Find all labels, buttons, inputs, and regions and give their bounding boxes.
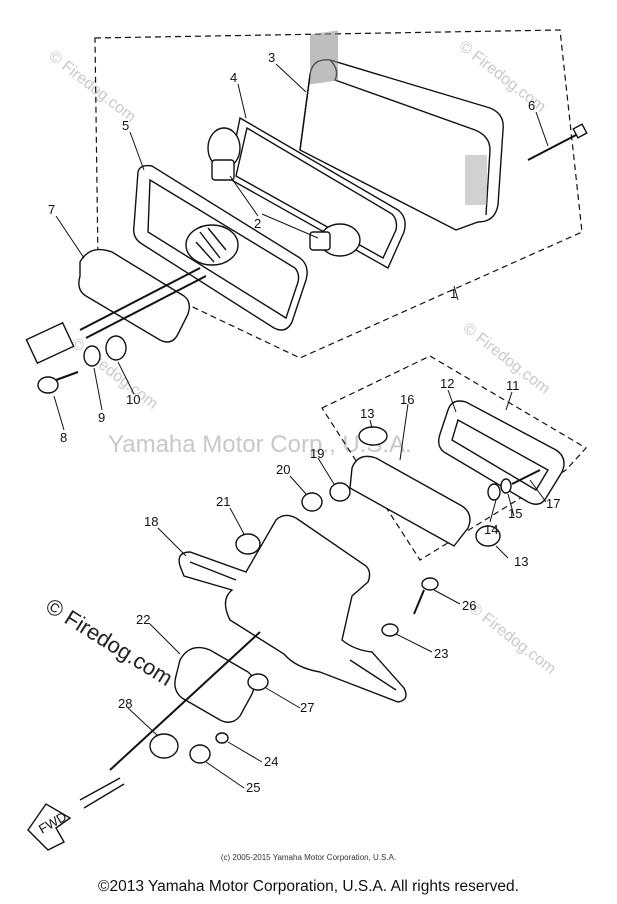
license-plate-base	[349, 455, 471, 547]
part-number: 9	[98, 410, 105, 425]
part-number: 15	[508, 506, 522, 521]
part-number: 13	[360, 406, 374, 421]
license-bracket	[178, 514, 407, 703]
part-number: 16	[400, 392, 414, 407]
gasket	[227, 116, 406, 269]
screw-head	[572, 123, 588, 139]
part-number: 25	[246, 780, 260, 795]
grommet-27	[247, 673, 269, 691]
part-number: 28	[118, 696, 132, 711]
bulb-13-lower	[475, 525, 501, 547]
gasket-inner	[235, 126, 398, 259]
part-number: 11	[506, 378, 520, 393]
washer-20	[301, 492, 323, 512]
part-number: 26	[462, 598, 476, 613]
connector	[25, 321, 75, 365]
part-number: 22	[136, 612, 150, 627]
small-credit: (c) 2005-2015 Yamaha Motor Corporation, …	[220, 853, 397, 862]
wire-end-1	[79, 777, 121, 801]
nut-25	[189, 744, 211, 764]
washer-23	[381, 623, 399, 637]
part-number-labels: 3 4 5 6 7 2 1 8 9 10 11 12 13 16 20 19 2…	[48, 50, 560, 795]
part-number: 19	[310, 446, 324, 461]
collar-19	[329, 482, 351, 502]
cap-21	[235, 533, 261, 555]
watermark-firedog-1: © Firedog.com	[46, 48, 139, 126]
lens-housing	[299, 30, 504, 231]
license-light-inner	[451, 418, 549, 491]
part-number: 14	[484, 522, 498, 537]
washer-15	[500, 478, 512, 494]
part-number: 8	[60, 430, 67, 445]
fwd-arrow: FWD	[27, 803, 72, 851]
part-number: 20	[276, 462, 290, 477]
screw-17	[511, 469, 541, 485]
washer-14	[487, 483, 501, 501]
part-number: 13	[514, 554, 528, 569]
washer-9	[83, 345, 101, 367]
screw-long	[527, 133, 579, 161]
wire-harness-2	[85, 275, 207, 339]
part-number: 21	[216, 494, 230, 509]
bolt-8	[37, 371, 79, 394]
part-number: 6	[528, 98, 535, 113]
license-assembly-boundary	[321, 355, 587, 561]
lower-wire	[109, 631, 261, 771]
watermark-firedog-large: © Firedog.com	[41, 593, 177, 691]
part-number: 4	[230, 70, 237, 85]
part-number: 24	[264, 754, 278, 769]
leader-lines	[53, 63, 549, 789]
wire-end-2	[83, 783, 125, 809]
bulb-13-upper	[358, 426, 388, 446]
copyright-footer: ©2013 Yamaha Motor Corporation, U.S.A. A…	[98, 878, 519, 895]
bolt-26	[413, 577, 439, 615]
part-number: 7	[48, 202, 55, 217]
bracket-slot	[189, 561, 237, 581]
part-number: 2	[254, 216, 261, 231]
bracket-slot-2	[349, 659, 397, 691]
part-number: 27	[300, 700, 314, 715]
wire-harness	[79, 267, 201, 331]
part-number: 1	[450, 286, 457, 301]
part-number: 12	[440, 376, 454, 391]
watermark-firedog-5: © Firedog.com	[466, 600, 559, 678]
washer-24	[215, 732, 229, 744]
part-number: 10	[126, 392, 140, 407]
bulb-upper	[207, 127, 241, 181]
grommet-plate	[174, 646, 255, 723]
grommet-28	[149, 733, 179, 759]
part-number: 17	[546, 496, 560, 511]
part-number: 18	[144, 514, 158, 529]
part-number: 23	[434, 646, 448, 661]
part-number: 5	[122, 118, 129, 133]
wire-bracket	[78, 248, 191, 343]
collar-10	[105, 335, 127, 361]
base-plate	[132, 164, 308, 331]
upper-assembly-boundary	[94, 29, 583, 359]
part-number: 3	[268, 50, 275, 65]
